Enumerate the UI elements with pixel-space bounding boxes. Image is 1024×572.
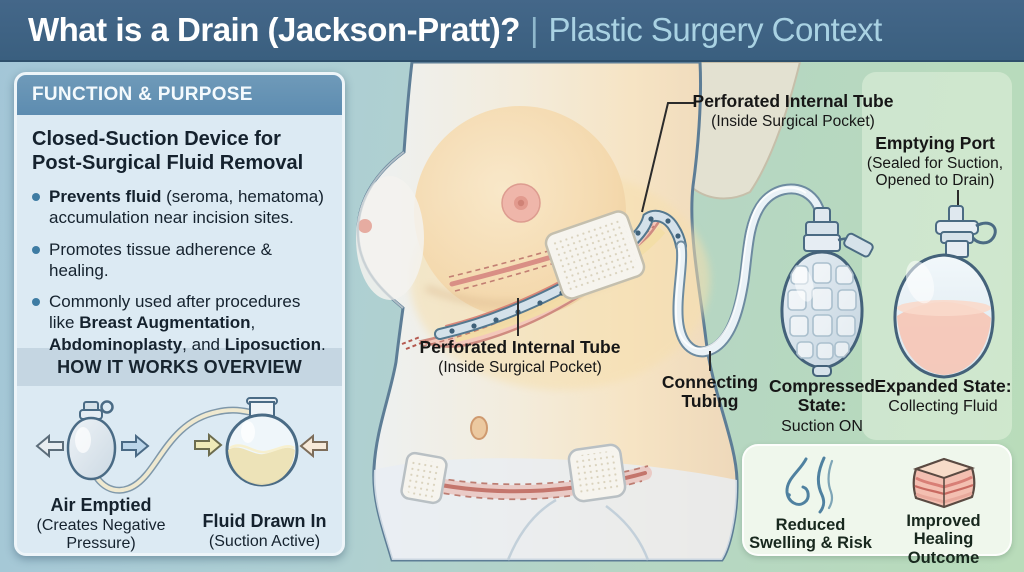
label-emptying-port: Emptying Port (Sealed for Suction, Opene… [850,133,1020,190]
label-sub: (Inside Surgical Pocket) [711,113,875,131]
arrow-in-left-icon [299,433,328,459]
label-sub: (Suction Active) [208,532,321,550]
compressed-bulb [780,207,874,377]
areola [501,183,541,223]
panel-heading: Closed-Suction Device for Post-Surgical … [32,128,304,174]
bullet-text: Prevents fluid (seroma, hematoma) accumu… [49,187,324,228]
surgical-pocket-inner [438,226,644,337]
label-title: Expanded State: [874,376,1012,396]
label-title: Connecting Tubing [661,372,759,412]
chest-dressing-patch [544,210,646,300]
bullet-item: Prevents fluid (seroma, hematoma) accumu… [32,186,327,229]
bullet-item: Promotes tissue adherence & healing. [32,239,327,282]
benefit-item-swelling: Reduced Swelling & Risk [744,446,877,554]
fluid-drawn-label: Fluid Drawn In (Suction Active) [187,511,342,551]
label-expanded-state: Expanded State: Collecting Fluid [873,376,1013,416]
bullet-list: Prevents fluid (seroma, hematoma) accumu… [32,186,327,355]
arrow-out-right-icon [121,433,150,459]
nipple [514,196,528,210]
breast-left [356,176,424,300]
label-sub: Suction ON [781,417,863,435]
expanded-bulb [893,205,997,379]
tissue-layers-icon [908,454,980,512]
collected-fluid [897,302,991,375]
suction-cycle-illustration [35,397,328,494]
breast-profile-icon [776,454,846,516]
bullet-text: Commonly used after procedures like Brea… [49,292,326,354]
how-it-works-header: HOW IT WORKS OVERVIEW [17,348,342,386]
grenade-texture [787,262,857,360]
label-perforated-tube-top: Perforated Internal Tube (Inside Surgica… [673,91,913,131]
abdominal-incision-glow [413,466,652,500]
nipple-left [358,219,372,233]
function-purpose-header: FUNCTION & PURPOSE [17,75,342,115]
title-separator: | [529,11,539,48]
torso-outline [356,60,739,562]
air-emptied-label: Air Emptied (Creates Negative Pressure) [21,495,181,553]
arrow-in-right-icon [194,432,223,458]
bullet-dot [32,245,40,254]
benefit-item-healing: Improved Healing Outcome [877,446,1010,567]
abdominal-patch-left [400,451,448,505]
perforated-tube-inner [436,211,685,338]
label-sub: (Sealed for Suction, Opened to Drain) [866,155,1004,190]
pocket-muscle-layer [445,219,653,333]
sub-breast-incision [449,234,619,287]
flask-fluid [228,447,295,485]
title-bar: What is a Drain (Jackson-Pratt)? | Plast… [0,0,1024,62]
label-title: Emptying Port [875,133,995,153]
collection-flask [225,397,299,487]
label-title: Perforated Internal Tube [419,337,621,357]
bulb-open-cap [843,232,874,258]
surgical-pocket-outer [418,213,661,348]
page-subtitle: Plastic Surgery Context [548,11,883,48]
benefit-label: Improved Healing Outcome [906,512,981,567]
pelvis-shading [373,458,738,560]
benefit-label: Reduced Swelling & Risk [749,516,872,553]
breast-right [414,106,626,318]
how-it-works-diagram: Air Emptied (Creates Negative Pressure) … [17,386,342,553]
function-purpose-panel: FUNCTION & PURPOSE Closed-Suction Device… [14,72,345,556]
abdominal-patch-right [567,443,627,503]
abdominal-incision [418,471,647,494]
label-title: Air Emptied [50,495,152,515]
bullet-text: Promotes tissue adherence & healing. [49,239,273,280]
squeezed-bulb [66,400,117,481]
label-sub: (Inside Surgical Pocket) [438,359,602,377]
benefits-panel: Reduced Swelling & Risk Improved Healing… [742,444,1012,567]
label-title: Perforated Internal Tube [692,91,894,111]
page-title: What is a Drain (Jackson-Pratt)? [28,11,520,48]
bullet-dot [32,193,40,201]
label-title: Compressed State: [768,376,875,416]
function-purpose-body: Closed-Suction Device for Post-Surgical … [17,115,342,354]
label-sub: (Creates Negative Pressure) [36,516,166,552]
bullet-item: Commonly used after procedures like Brea… [32,291,327,355]
arrow-out-left-icon [35,433,64,459]
tube-perforations [449,216,681,334]
label-perforated-tube-bottom: Perforated Internal Tube (Inside Surgica… [400,337,640,377]
label-sub: Collecting Fluid [888,398,998,416]
perforated-tube-outer [434,209,687,340]
label-connecting-tubing: Connecting Tubing [655,372,765,412]
label-title: Fluid Drawn In [202,511,327,531]
connecting-tubing [672,183,828,358]
navel [470,416,488,440]
bullet-dot [32,298,40,306]
label-compressed-state: Compressed State: Suction ON [767,376,877,435]
pocket-fat-layer [453,227,666,343]
